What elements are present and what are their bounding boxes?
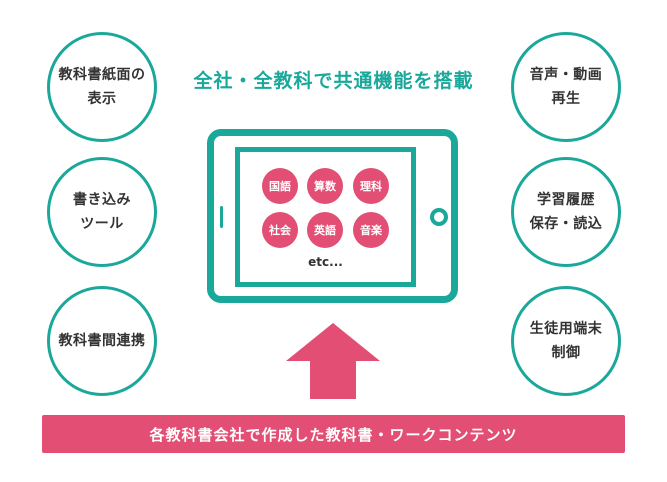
feature-label: 学習履歴 保存・読込	[529, 192, 603, 232]
subject-badge-social-studies: 社会	[262, 212, 298, 248]
subject-badge-japanese: 国語	[262, 168, 298, 204]
up-arrow-icon	[286, 323, 380, 399]
banner-label: 各教科書会社で作成した教科書・ワークコンテンツ	[149, 425, 518, 444]
feature-circle-device-control: 生徒用端末 制御	[511, 286, 621, 396]
tablet-illustration: 国語 算数 理科 社会 英語 音楽 etc...	[207, 129, 458, 303]
content-banner: 各教科書会社で作成した教科書・ワークコンテンツ	[42, 415, 625, 453]
feature-circle-textbook-linking: 教科書間連携	[47, 286, 157, 396]
feature-label: 教科書間連携	[58, 333, 146, 349]
feature-label: 音声・動画 再生	[529, 67, 603, 107]
subject-badge-english: 英語	[307, 212, 343, 248]
tablet-screen: 国語 算数 理科 社会 英語 音楽 etc...	[235, 147, 416, 287]
etc-label: etc...	[308, 255, 343, 269]
feature-circle-textbook-display: 教科書紙面の 表示	[47, 32, 157, 142]
feature-label: 書き込み ツール	[73, 192, 131, 232]
subject-badge-science: 理科	[353, 168, 389, 204]
feature-circle-writing-tools: 書き込み ツール	[47, 157, 157, 267]
feature-label: 生徒用端末 制御	[529, 321, 603, 361]
subject-badge-math: 算数	[307, 168, 343, 204]
feature-circle-audio-video: 音声・動画 再生	[511, 32, 621, 142]
feature-circle-learning-history: 学習履歴 保存・読込	[511, 157, 621, 267]
tablet-home-button	[430, 208, 448, 226]
headline: 全社・全教科で共通機能を搭載	[193, 70, 474, 92]
tablet-side-button	[220, 206, 223, 228]
subject-badge-music: 音楽	[353, 212, 389, 248]
feature-label: 教科書紙面の 表示	[58, 67, 146, 107]
